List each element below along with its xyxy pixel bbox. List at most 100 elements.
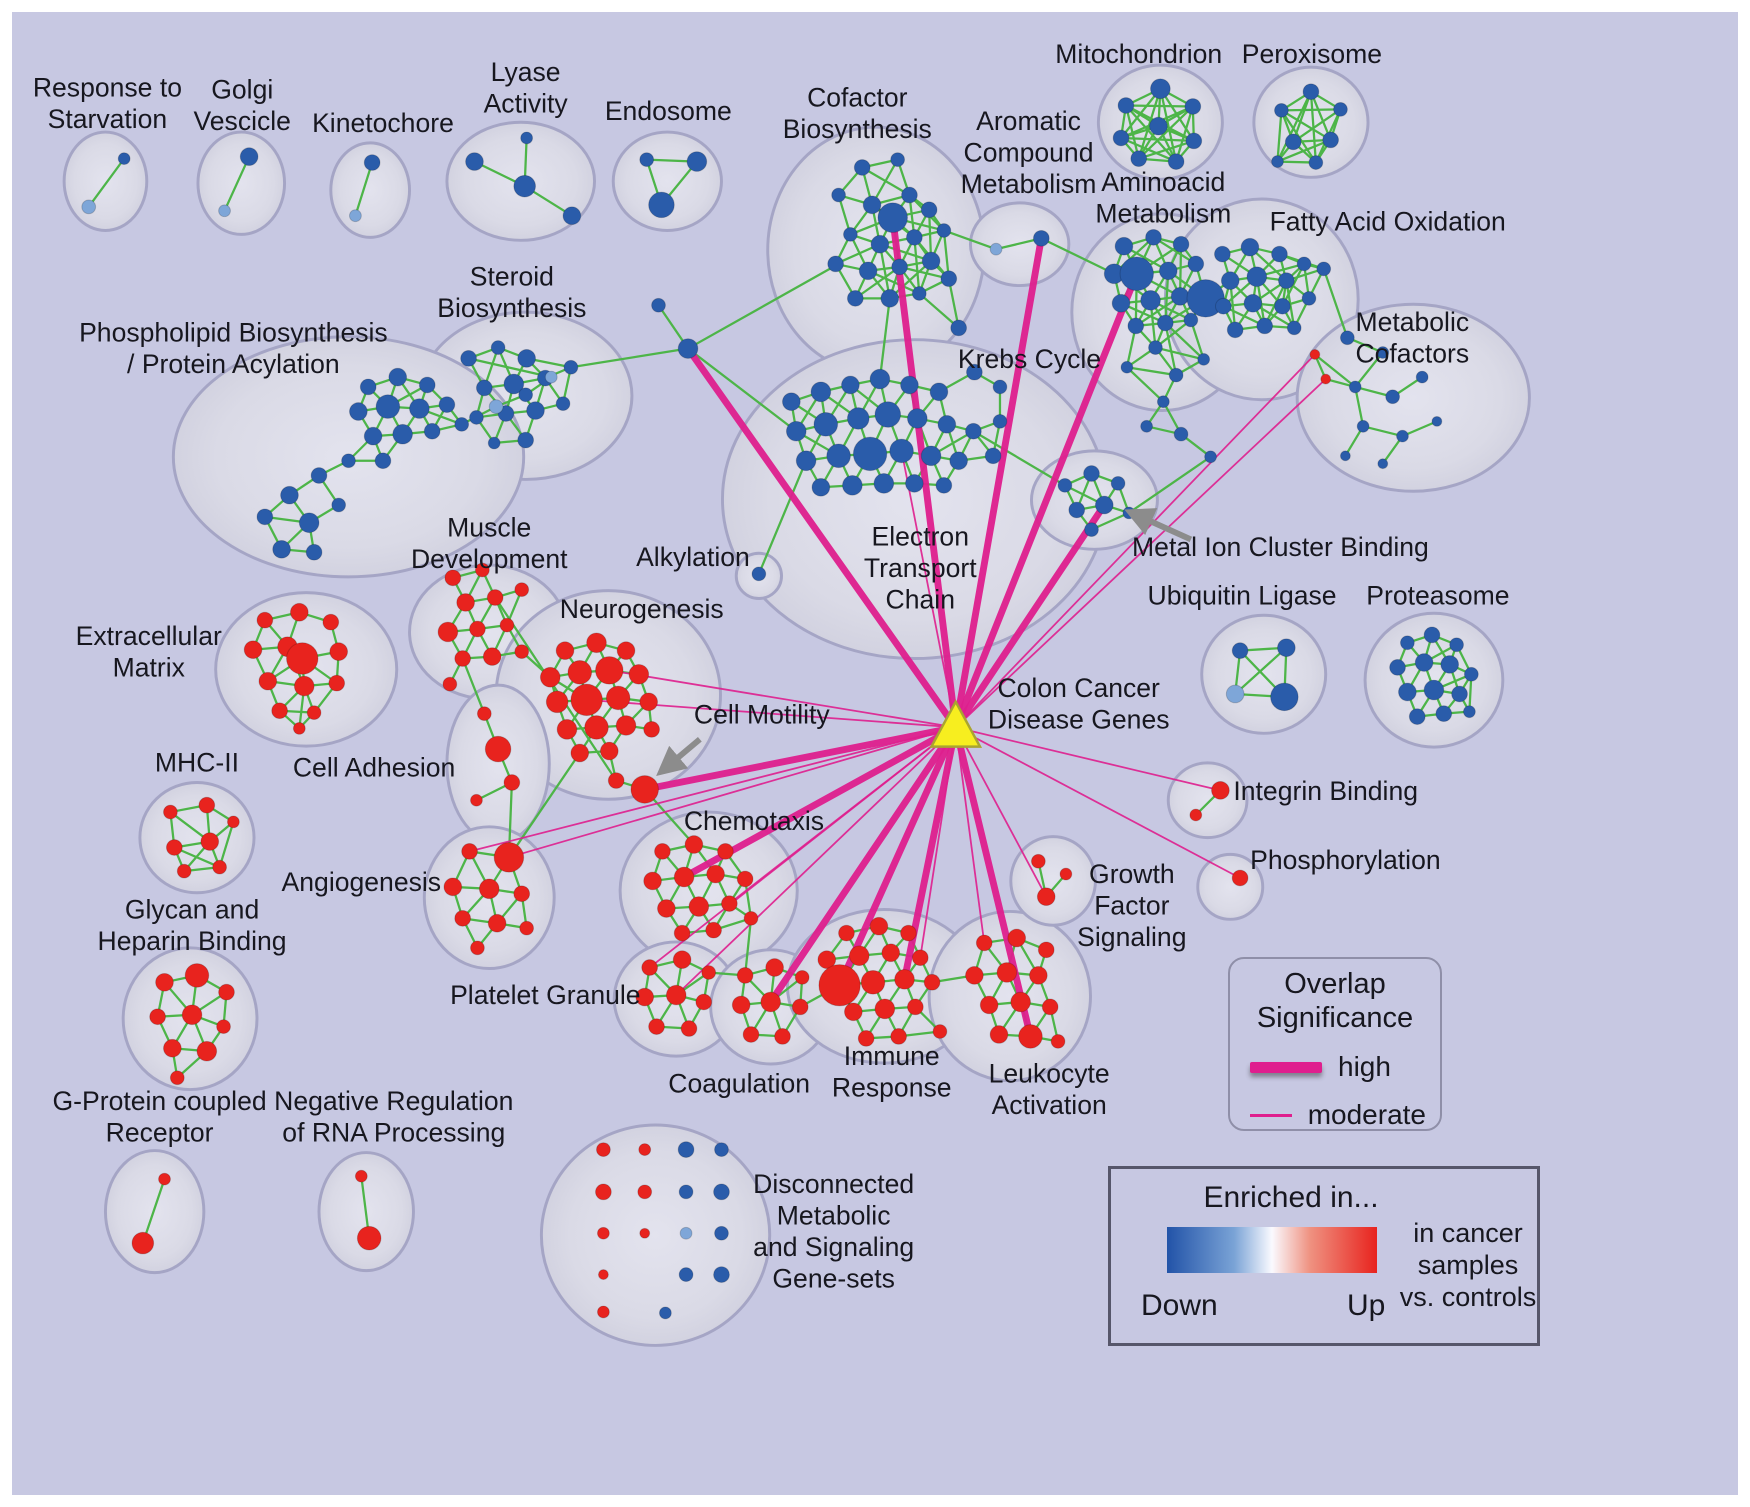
gene-set-node-cofactor-biosynthesis xyxy=(853,159,871,176)
cluster-integrin-binding xyxy=(1166,761,1249,840)
gene-set-node-mitochondrion xyxy=(1184,98,1202,115)
gene-set-node-proteasome xyxy=(1389,659,1406,676)
gene-set-node-muscle-development xyxy=(454,650,472,667)
gene-set-node-mitochondrion xyxy=(1185,132,1203,150)
gene-set-node-muscle-development xyxy=(437,621,459,643)
gene-set-edge xyxy=(898,265,950,280)
gene-set-node-disconnected-gene-sets xyxy=(596,1142,611,1157)
gene-set-node-phospholipid-protein-acylation xyxy=(359,378,377,396)
gene-set-node-mitochondrion xyxy=(1112,129,1130,147)
metal-ion-arrow xyxy=(1124,508,1193,543)
gene-set-node-phospholipid-protein-acylation xyxy=(454,416,470,432)
gene-set-node-electron-transport-chain xyxy=(966,363,983,381)
gene-set-node-cofactor-biosynthesis xyxy=(870,234,890,254)
gene-set-node-peroxisome xyxy=(1322,131,1339,149)
gene-set-node-fatty-acid-oxidation xyxy=(1277,272,1295,290)
label-mitochondrion: Mitochondrion xyxy=(1055,39,1222,69)
inter-cluster-edge xyxy=(494,596,618,782)
overlap-edge-moderate xyxy=(900,450,957,728)
gene-set-node-cofactor-biosynthesis xyxy=(950,319,968,337)
inter-cluster-edge xyxy=(569,347,690,369)
gene-set-node-steroid-biosynthesis xyxy=(469,410,484,425)
overlap-edge-moderate xyxy=(508,726,956,859)
gene-set-node-steroid-biosynthesis xyxy=(555,396,571,412)
gene-set-edge xyxy=(1292,108,1342,144)
gene-set-node-phospholipid-protein-acylation xyxy=(375,394,401,419)
gene-set-node-ubiquitin-ligase xyxy=(1231,642,1249,660)
gene-set-node-growth-factor-signaling xyxy=(1059,867,1073,881)
gene-set-node-angiogenesis xyxy=(513,885,531,903)
gene-set-node-aminoacid-metabolism xyxy=(1119,256,1154,291)
gene-set-node-mhc-ii xyxy=(176,863,192,879)
overlap-edge-moderate xyxy=(675,726,957,996)
gene-set-node-coagulation xyxy=(736,967,754,984)
gene-set-node-cofactor-biosynthesis xyxy=(880,289,900,308)
gene-set-node-extracellular-matrix xyxy=(328,674,346,692)
overlap-edge-moderate xyxy=(955,726,1221,792)
cluster-mhc-ii xyxy=(138,781,256,895)
cell-motility-arrow xyxy=(656,736,702,777)
gene-set-node-chemotaxis xyxy=(736,870,754,888)
gene-set-node-aminoacid-metabolism xyxy=(1156,314,1174,332)
gene-set-node-immune-response xyxy=(932,1024,948,1039)
gene-set-node-extracellular-matrix xyxy=(292,722,306,735)
gene-set-node-immune-response xyxy=(869,916,889,936)
gene-set-node-fatty-acid-oxidation xyxy=(1286,320,1302,336)
gene-set-node-coagulation xyxy=(760,991,782,1013)
gene-set-node-phospholipid-protein-acylation xyxy=(331,497,347,513)
gene-set-node-muscle-development xyxy=(474,562,490,578)
gene-set-node-steroid-biosynthesis xyxy=(517,431,535,449)
gene-set-node-mitochondrion xyxy=(1149,116,1168,136)
label-phosphorylation: Phosphorylation xyxy=(1250,845,1441,875)
gene-set-node-aminoacid-metabolism xyxy=(1170,287,1190,306)
gene-set-node-leukocyte-activation xyxy=(965,966,984,985)
gene-set-node-response-to-starvation xyxy=(117,152,131,166)
gene-set-node-metal-ion-cluster-binding xyxy=(1084,522,1099,538)
gene-set-node-muscle-development xyxy=(486,589,504,606)
gene-set-node-proteasome xyxy=(1400,635,1415,651)
gene-set-edge xyxy=(1280,108,1342,112)
gene-set-node-electron-transport-chain xyxy=(810,381,832,403)
gene-set-node-leukocyte-activation xyxy=(1037,941,1055,959)
gene-set-node-glycan-heparin-binding xyxy=(196,1040,218,1062)
gene-set-node-fatty-acid-oxidation xyxy=(1296,256,1312,272)
gene-set-node-electron-transport-chain xyxy=(935,476,953,494)
gene-set-node-mitochondrion xyxy=(1150,78,1171,100)
gene-set-node-mhc-ii xyxy=(163,804,178,820)
gene-set-node-immune-response xyxy=(818,964,861,1007)
gene-set-node-extracellular-matrix xyxy=(271,702,288,720)
node-layer xyxy=(81,78,1479,1320)
gene-set-node-lyase-activity xyxy=(465,152,484,171)
gene-set-node-metabolic-cofactors xyxy=(1339,450,1351,462)
gene-set-node-cofactor-biosynthesis xyxy=(862,195,882,215)
cluster-response-to-starvation xyxy=(62,130,149,232)
gene-set-node-aminoacid-metabolism xyxy=(1120,360,1134,374)
gene-set-node-immune-response xyxy=(894,969,915,990)
gene-set-node-aminoacid-metabolism xyxy=(1158,261,1178,281)
gene-set-node-neurogenesis xyxy=(605,685,631,711)
gene-set-edge xyxy=(942,229,950,280)
gene-set-node-aminoacid-metabolism xyxy=(1114,236,1134,256)
label-peroxisome: Peroxisome xyxy=(1242,39,1382,69)
gene-set-node-platelet-granule xyxy=(665,984,687,1006)
gene-set-node-proteasome xyxy=(1398,682,1417,702)
gene-set-node-mitochondrion xyxy=(1167,153,1185,170)
gene-set-node-angiogenesis xyxy=(493,842,525,873)
gene-set-node-aminoacid-metabolism xyxy=(1111,293,1131,313)
gene-set-node-platelet-granule xyxy=(641,959,659,976)
label-chemotaxis: Chemotaxis xyxy=(684,806,824,836)
gene-set-node-metal-ion-cluster-binding xyxy=(1083,465,1100,482)
gene-set-node-immune-response xyxy=(906,998,924,1016)
gene-set-node-cell-adhesion xyxy=(484,735,512,763)
gene-set-node-mhc-ii xyxy=(226,815,240,829)
gene-set-node-proteasome xyxy=(1414,653,1434,672)
gene-set-node-cofactor-biosynthesis xyxy=(831,187,846,203)
gene-set-node-cofactor-biosynthesis xyxy=(891,258,908,276)
gene-set-node-fatty-acid-oxidation xyxy=(1246,266,1268,288)
